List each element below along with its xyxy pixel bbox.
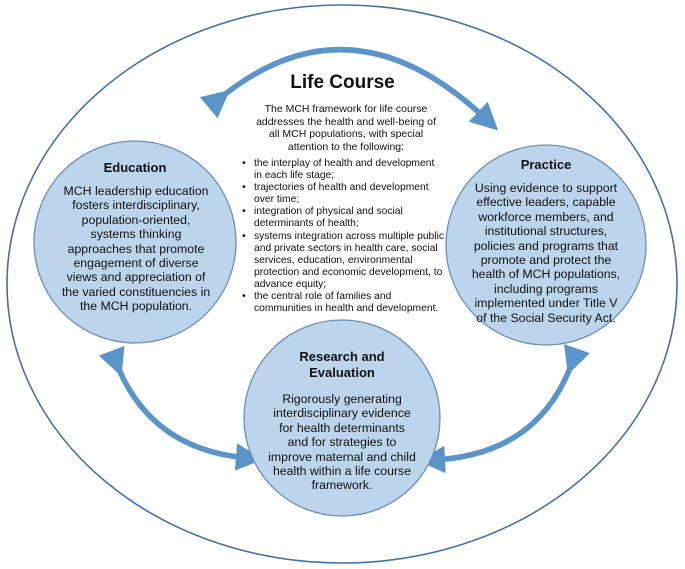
research-circle	[243, 319, 441, 517]
education-title: Education	[103, 160, 167, 175]
practice-circle	[445, 144, 647, 346]
practice-body: Using evidence to support effective lead…	[471, 181, 621, 325]
education-circle	[33, 140, 237, 344]
arrow-education-practice	[199, 46, 499, 131]
practice-title: Practice	[520, 157, 572, 172]
life-course-title: Life Course	[290, 72, 395, 93]
list-item: systems integration across multiple publ…	[240, 231, 445, 291]
list-item: the central role of families and communi…	[240, 291, 445, 315]
list-item: integration of physical and social deter…	[240, 206, 445, 230]
list-item: trajectories of health and development o…	[240, 182, 445, 206]
life-course-list: the interplay of health and development …	[240, 158, 445, 315]
life-course-intro: The MCH framework for life course addres…	[256, 103, 436, 153]
outer-boundary-ellipse	[6, 4, 678, 564]
research-title: Research and Evaluation	[299, 349, 385, 380]
arrow-practice-research	[417, 344, 590, 474]
arrow-education-research	[98, 345, 264, 471]
research-body: Rigorously generating interdisciplinary …	[268, 392, 416, 493]
list-item: the interplay of health and development …	[240, 158, 445, 182]
education-body: MCH leadership education fosters interdi…	[61, 184, 211, 314]
